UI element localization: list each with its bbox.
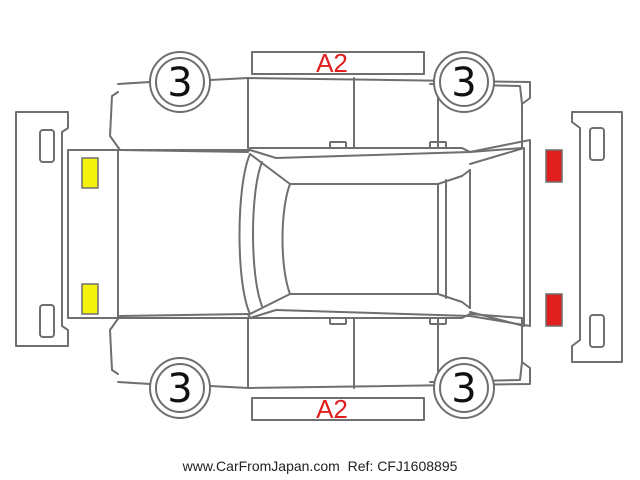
marker-right-upper[interactable]: [545, 149, 563, 183]
tire-front-right-value: 3: [451, 60, 476, 106]
marker-right-lower[interactable]: [545, 293, 563, 327]
tire-rear-left[interactable]: 3: [149, 357, 211, 419]
marker-left-lower[interactable]: [81, 283, 99, 315]
top-side-body: [109, 77, 531, 153]
tire-front-left-value: 3: [167, 60, 192, 106]
tire-front-right[interactable]: 3: [433, 51, 495, 113]
marker-left-upper[interactable]: [81, 157, 99, 189]
top-panel-strip: [251, 51, 425, 75]
footer-site: www.CarFromJapan.com: [182, 458, 340, 474]
footer-watermark: www.CarFromJapan.com Ref: CFJ1608895: [0, 458, 640, 474]
top-panel-code: A2: [316, 48, 348, 78]
tire-rear-right-value: 3: [451, 366, 476, 412]
tire-rear-right[interactable]: 3: [433, 357, 495, 419]
right-bumper: [571, 111, 623, 363]
top-view-body: [67, 139, 531, 327]
tire-rear-left-value: 3: [167, 366, 192, 412]
left-bumper: [15, 111, 69, 347]
bottom-panel-strip: [251, 397, 425, 421]
tire-front-left[interactable]: 3: [149, 51, 211, 113]
footer-ref: Ref: CFJ1608895: [347, 458, 458, 474]
bottom-panel-code: A2: [316, 394, 348, 424]
